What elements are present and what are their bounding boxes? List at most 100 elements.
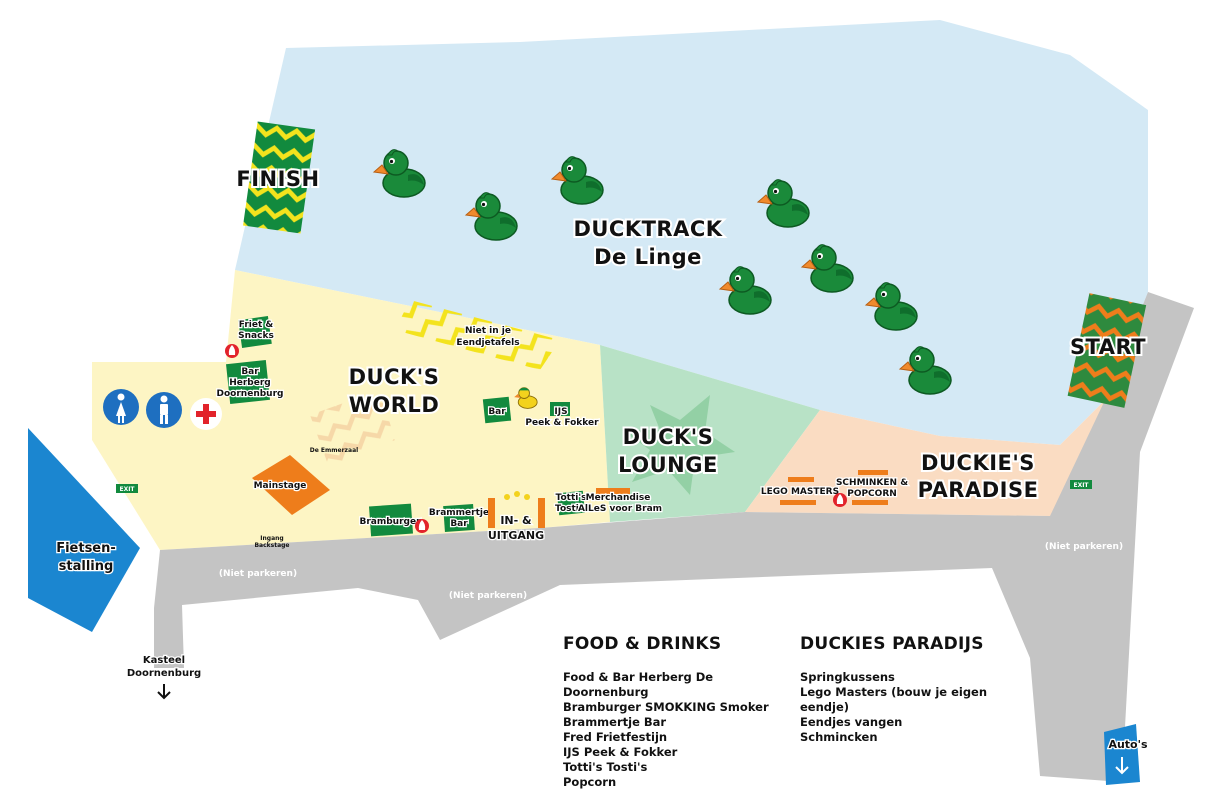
down-arrow-icon [1115, 757, 1129, 775]
list-item: Food & Bar Herberg De Doornenburg [563, 670, 714, 699]
bar-label: Bar [488, 407, 506, 417]
lego-stand [788, 477, 814, 482]
merch-stand [596, 488, 630, 494]
down-arrow-icon [157, 684, 171, 700]
chevron-deco-yellow [395, 300, 560, 370]
ducks-world-label: DUCK'S [349, 365, 440, 389]
ducktrack-sublabel: De Linge [594, 245, 702, 269]
list-item: Popcorn [563, 775, 617, 789]
lego-label: LEGO MASTERS [761, 487, 839, 497]
duck-icon [514, 387, 538, 409]
fietsenstalling-label: Fietsen- [56, 541, 116, 556]
schminken-stand-base [852, 500, 888, 505]
fietsenstalling-sublabel: stalling [59, 559, 114, 574]
in-uitgang-sublabel: UITGANG [488, 529, 544, 542]
svg-text:EXIT: EXIT [119, 486, 135, 493]
legend-duckies-paradijs: DUCKIES PARADIJS Springkussens Lego Mast… [800, 634, 1030, 745]
friet-snacks-stand [238, 316, 272, 348]
exit-sign-icon: EXIT [1070, 480, 1092, 489]
exit-sign-icon: EXIT [116, 484, 138, 493]
fire-icon [833, 493, 847, 507]
finish-marker [243, 121, 316, 234]
ducks-lounge-area [600, 345, 820, 522]
merch-sublabel: AlLeS voor Bram [578, 504, 662, 514]
niet-parkeren-label-2: (Niet parkeren) [449, 591, 527, 601]
list-item: Springkussens [800, 670, 895, 684]
tottis-label: Totti's [556, 493, 587, 503]
niet-in-je-sublabel: Eendjetafels [456, 338, 519, 348]
list-item: Brammertje Bar [563, 715, 667, 729]
finish-label: FINISH [236, 167, 319, 191]
ijs-sublabel: Peek & Fokker [525, 418, 599, 428]
duck-icon [504, 491, 530, 500]
ijs-stand [550, 402, 570, 416]
chevron-deco-pale [310, 390, 395, 470]
svg-text:EXIT: EXIT [1073, 482, 1089, 489]
herberg-label-2: Herberg [229, 378, 271, 388]
emmerzaal-label: De Emmerzaal [310, 447, 358, 454]
herberg-label: Bar [241, 367, 259, 377]
kasteel-label: Kasteel [143, 655, 185, 666]
fire-icon [415, 519, 429, 533]
niet-in-je-label: Niet in je [465, 326, 511, 336]
autos-label: Auto's [1108, 738, 1148, 751]
duckies-paradise-sublabel: PARADISE [918, 478, 1039, 502]
ducktrack-label: DUCKTRACK [573, 217, 722, 241]
mainstage-stage [252, 455, 330, 515]
niet-parkeren-label-3: (Niet parkeren) [1045, 542, 1123, 552]
list-item: IJS Peek & Fokker [563, 745, 678, 759]
mainstage-label: Mainstage [254, 481, 307, 491]
entrance-gate-left[interactable] [488, 498, 495, 528]
herberg-label-3: Doornenburg [217, 389, 284, 399]
ingang-sublabel: Backstage [254, 542, 289, 549]
legend-paradise-title: DUCKIES PARADIJS [800, 634, 984, 654]
bar-stand [482, 396, 512, 424]
ducktrack-water [235, 20, 1148, 445]
lego-stand-base [780, 500, 816, 505]
ingang-label: Ingang [260, 535, 283, 542]
bramburger-label: Bramburger [359, 517, 421, 527]
brammertje-sublabel: Bar [450, 519, 468, 529]
ducks-lounge-sublabel: LOUNGE [618, 453, 718, 477]
list-item: Schmincken [800, 730, 878, 744]
first-aid-cross-icon [190, 398, 222, 430]
merch-label: Merchandise [586, 493, 651, 503]
niet-parkeren-label-1: (Niet parkeren) [219, 569, 297, 579]
female-toilet-icon [103, 389, 139, 425]
tottis-sublabel: Tosti's [555, 504, 587, 514]
list-item: Totti's Tosti's [563, 760, 648, 774]
legend-food-title: FOOD & DRINKS [563, 634, 722, 654]
tottis-stand [556, 490, 586, 516]
schminken-stand [858, 470, 888, 475]
bramburger-stand [369, 503, 413, 537]
list-item: Bramburger SMOKKING Smoker [563, 700, 769, 714]
schminken-label: SCHMINKEN & [836, 478, 908, 488]
entrance-gate-right[interactable] [538, 498, 545, 528]
list-item: Eendjes vangen [800, 715, 903, 729]
herberg-stand [226, 360, 270, 404]
brammertje-stand [443, 503, 475, 533]
kasteel-sublabel: Doornenburg [127, 668, 201, 679]
main-road [154, 292, 1194, 782]
ducks-lounge-label: DUCK'S [623, 425, 714, 449]
schminken-sublabel: POPCORN [847, 489, 897, 499]
male-toilet-icon [146, 392, 182, 428]
legend-food-drinks: FOOD & DRINKS Food & Bar Herberg De Door… [563, 634, 783, 790]
in-uitgang-label: IN- & [500, 514, 532, 527]
fire-icon [225, 344, 239, 358]
lounge-star [622, 395, 735, 495]
ducks-world-sublabel: WORLD [349, 393, 440, 417]
list-item: Fred Frietfestijn [563, 730, 668, 744]
friet-sublabel: Snacks [238, 331, 274, 341]
fietsenstalling-area [28, 428, 140, 632]
start-label: START [1070, 335, 1146, 359]
autos-parking [1104, 724, 1140, 785]
duckies-paradise-area [745, 400, 1105, 516]
brammertje-label: Brammertje [429, 508, 489, 518]
list-item: Lego Masters (bouw je eigen eendje) [800, 685, 988, 714]
ijs-label: IJS [554, 407, 567, 417]
friet-label: Friet & [239, 320, 274, 330]
duckies-paradise-label: DUCKIE'S [921, 451, 1035, 475]
start-marker [1067, 293, 1147, 408]
